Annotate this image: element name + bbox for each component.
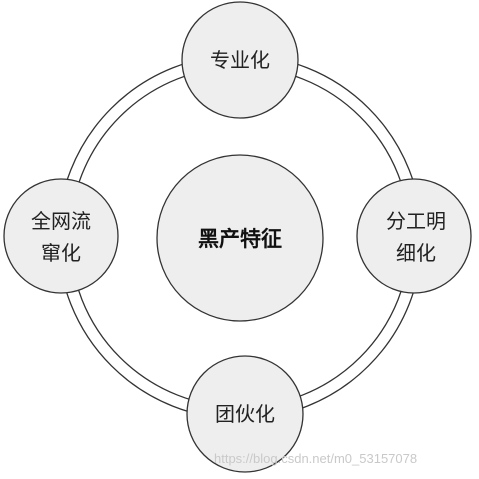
node-left: 全网流 窜化 <box>3 178 119 294</box>
node-top-label-line-1: 专业化 <box>210 48 270 72</box>
node-bottom: 团伙化 <box>186 355 304 473</box>
node-right: 分工明 细化 <box>356 178 472 294</box>
node-bottom-label-line-1: 团伙化 <box>215 402 275 426</box>
node-left-label-line-2: 窜化 <box>41 241 81 265</box>
node-left-label-line-1: 全网流 <box>31 209 91 233</box>
center-node: 黑产特征 <box>156 154 324 322</box>
watermark-text: https://blog.csdn.net/m0_53157078 <box>214 451 418 466</box>
node-top: 专业化 <box>181 1 299 119</box>
node-right-label-line-1: 分工明 <box>386 209 446 233</box>
center-label: 黑产特征 <box>198 227 282 251</box>
node-right-label-line-2: 细化 <box>396 241 436 265</box>
